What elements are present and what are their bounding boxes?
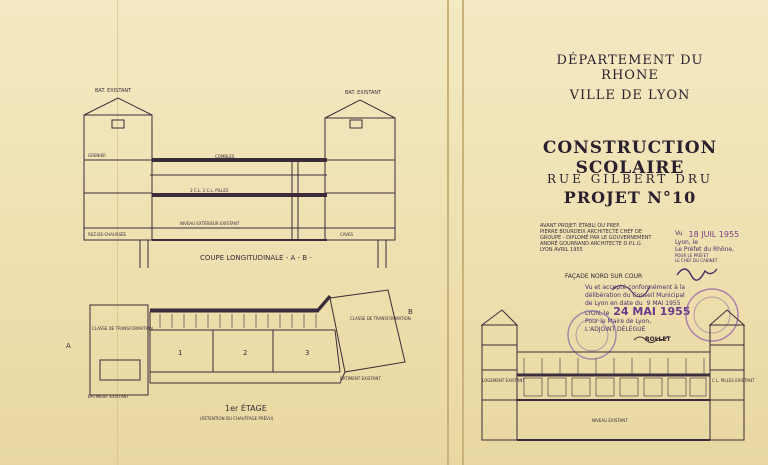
signature-name: ROLLET xyxy=(645,336,671,343)
adjoint-signature-icon xyxy=(633,335,669,344)
section-label-grenier: GRENIER xyxy=(88,153,106,158)
title-street: RUE GILBERT DRU xyxy=(546,172,713,186)
plan-room-1: 1 xyxy=(178,349,182,357)
municipal-seal-icon xyxy=(567,310,617,360)
drawings-panel: BAT. EXISTANT BAT. EXISTANT COMBLES GREN… xyxy=(66,88,413,421)
plan-bottom-left: BATIMENT EXISTANT xyxy=(88,394,129,399)
section-label-rdc: REZ-DE-CHAUSSÉE xyxy=(88,232,127,237)
section-label-caves: CAVES xyxy=(340,232,354,237)
authors-block: AVANT PROJET: ÉTABLI OU PREP. PIERRE BOU… xyxy=(540,223,670,253)
plan-subtitle: (RÉTENTION DU CHAUFFAGE PRÉVU) xyxy=(200,416,274,421)
section-label-niveau: NIVEAU EXTÉRIEUR EXISTANT xyxy=(180,221,240,226)
delib-line-2: délibération du Conseil Municipal xyxy=(585,292,685,299)
title-department: DÉPARTEMENT DU RHONE xyxy=(556,53,704,83)
section-drawing xyxy=(83,97,396,268)
author-line-4: ANDRÉ GOURNAND ARCHITECTE D.P.L.G xyxy=(540,241,641,247)
section-label-combles: COMBLES xyxy=(215,154,235,159)
facade-title: FAÇADE NORD SUR COUR xyxy=(565,273,643,280)
mayor-signature-icon xyxy=(611,285,651,298)
section-title: COUPE LONGITUDINALE - A - B - xyxy=(200,254,312,262)
delib-date-mid: 9 MAI 1955 xyxy=(646,300,681,307)
title-project-number: PROJET N°10 xyxy=(563,188,697,207)
author-line-1: AVANT PROJET: ÉTABLI OU PREP. xyxy=(540,223,621,229)
delib-line-1: Vu et accepté conformément à la xyxy=(585,284,686,291)
delib-line-5: Pour le Maire de Lyon, xyxy=(585,318,652,325)
author-line-3: GROUPE - DIPLOMÉ PAR LE GOUVERNEMENT xyxy=(540,235,652,241)
plan-title: 1er ÉTAGE xyxy=(225,402,267,413)
delib-line-3: de Lyon en date du xyxy=(585,300,643,307)
section-label-pilles: 3 C.L. 2 C.L. PILLES xyxy=(190,188,229,193)
prefet-approval: Vu 18 JUIL 1955 Lyon, le Le Préfet du Rh… xyxy=(675,230,765,263)
plan-hatching xyxy=(159,314,317,328)
plan-left-room: CLASSE DE TRANSFORMATION xyxy=(92,326,153,331)
prefecture-seal-icon xyxy=(685,288,739,342)
title-construction: CONSTRUCTION SCOLAIRE xyxy=(542,138,718,178)
title-city: VILLE DE LYON xyxy=(569,88,691,103)
fold-line-left xyxy=(447,0,449,465)
author-line-2: PIERRE BOURDEIX ARCHITECTE CHEF DE xyxy=(540,229,643,235)
plan-bottom-right: BATIMENT EXISTANT xyxy=(340,376,381,381)
plan-letter-a: A xyxy=(66,342,71,350)
plan-room-2: 2 xyxy=(243,349,247,357)
approval-chef-cabinet: LE CHEF DU CABINET xyxy=(675,258,718,263)
author-line-5: LYON AVRIL 1955 xyxy=(540,247,583,253)
facade-bottom-label: NIVEAU EXISTANT xyxy=(592,418,628,423)
approval-lyon: Lyon, le xyxy=(675,239,698,246)
section-left-label: BAT. EXISTANT xyxy=(95,88,132,94)
delib-line-4: LYON, le xyxy=(585,310,610,317)
plan-right-room: CLASSE DE TRANSFORMATION xyxy=(350,316,411,321)
approval-vu: Vu xyxy=(675,230,683,237)
facade-right-label: C.L. PILLES EXISTANT xyxy=(712,378,755,383)
facade-drawing: LOGEMENT EXISTANT C.L. PILLES EXISTANT N… xyxy=(480,309,755,441)
fold-line-top xyxy=(117,0,118,465)
stamps-overlay xyxy=(567,268,739,360)
fold-line-right xyxy=(462,0,464,465)
section-right-label: BAT. EXISTANT xyxy=(345,90,382,96)
delib-date-2: 24 MAI 1955 xyxy=(613,305,691,318)
approval-pour-prefet: POUR LE PRÉFET xyxy=(675,253,709,258)
facade-left-label: LOGEMENT EXISTANT xyxy=(482,378,525,383)
facade-windows xyxy=(523,358,707,397)
approval-prefet: Le Préfet du Rhône, xyxy=(675,246,735,253)
prefet-signature-icon xyxy=(676,268,718,281)
approval-date-1: 18 JUIL 1955 xyxy=(688,230,740,239)
plan-room-3: 3 xyxy=(305,349,309,357)
plan-letter-b: B xyxy=(408,308,413,316)
plan-drawing xyxy=(89,289,406,396)
